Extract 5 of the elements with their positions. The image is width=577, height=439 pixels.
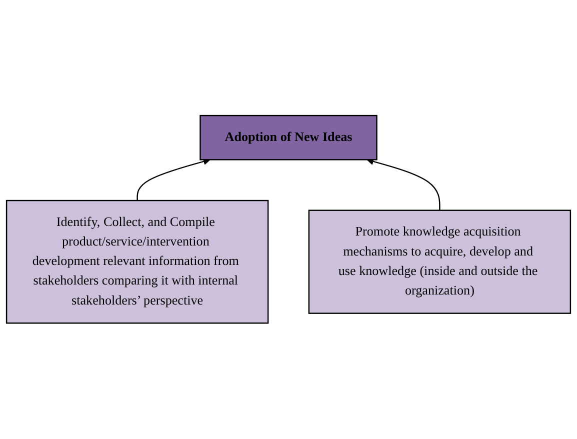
node-box: Identify, Collect, and Compile product/service/intervention development relevant information from stakeholders comparing it with internal stakeholders’ perspective [6, 200, 269, 324]
arrow [136, 158, 210, 201]
node-box: Promote knowledge acquisition mechanisms to acquire, develop and use knowledge (inside and outside the organization) [308, 210, 572, 314]
arrow [366, 158, 440, 210]
node-box: Adoption of New Ideas [200, 115, 378, 160]
